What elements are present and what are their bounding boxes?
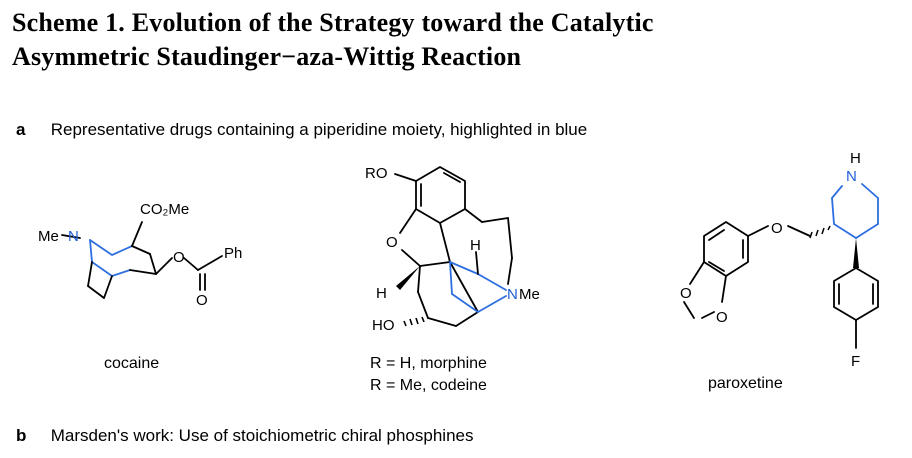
cocaine-n-label: N [68,228,79,245]
paroxetine-dioxole-o1-label: O [680,285,692,302]
morphine-piperidine-bond [449,261,453,295]
paroxetine-bond [747,225,769,237]
morphine-piperidine-bond [451,293,479,313]
cocaine-bond [87,261,93,287]
scheme-title-line1: Scheme 1. Evolution of the Strategy towa… [12,8,654,37]
paroxetine-piperidine-bond [831,197,835,225]
cocaine-bond [131,221,143,247]
scheme-title: Scheme 1. Evolution of the Strategy towa… [12,6,902,74]
paroxetine-piperidine-bond [861,183,879,199]
morphine-bond [399,208,417,234]
cocaine-bond [87,285,105,299]
morphine-bond [449,261,479,313]
cocaine-co2me-label: CO₂Me [140,201,189,218]
cocaine-bond [103,275,113,299]
cocaine-me-label: Me [38,228,59,245]
morphine-bond [419,261,451,267]
paroxetine-h-label: H [850,150,861,167]
paroxetine-bond [787,225,811,237]
section-a-heading: a Representative drugs containing a pipe… [16,120,587,140]
paroxetine-arene-double-bond [708,261,725,272]
paroxetine-f-label: F [851,353,860,370]
paroxetine-bond [683,301,695,319]
scheme-title-line2: Asymmetric Staudinger−aza-Wittig Reactio… [12,42,522,71]
morphine-wedge-bond [396,266,420,290]
section-b-heading: b Marsden's work: Use of stoichiometric … [16,426,474,446]
morphine-bond [439,222,451,263]
morphine-piperidine-bond [477,295,507,313]
paroxetine-piperidine-bond [833,223,857,239]
cocaine-ring-bond [91,261,113,277]
cocaine-ring-bond [89,239,133,256]
morphine-ho-label: HO [372,317,395,334]
cocaine-bond [129,269,157,275]
morphine-caption-2: R = Me, codeine [370,377,487,394]
paroxetine-piperidine-bond [855,223,879,239]
morphine-n-label: N [507,286,518,303]
section-b-tag: b [16,426,27,445]
paroxetine-hash-bond [809,225,831,239]
paroxetine-arene-double-bond [708,229,725,241]
morphine-bond [455,311,479,327]
cocaine-bond [155,257,173,275]
morphine-bond [507,217,513,259]
cocaine-bond [197,255,223,271]
morphine-structure: RO O H H N Me HO R = H, morphine R = Me,… [365,165,540,394]
cocaine-ester-o-label: O [173,249,185,266]
cocaine-bond [131,245,151,255]
section-a-text: Representative drugs containing a piperi… [50,120,588,139]
cocaine-bond [183,257,199,271]
paroxetine-piperidine-bond [831,185,843,199]
paroxetine-structure: H N O O O F paroxetine [680,150,879,392]
cocaine-ring-bond [89,239,93,263]
morphine-bond [401,249,421,267]
section-a-tag: a [16,120,26,139]
morphine-bond [481,217,509,223]
morphine-bond [417,265,421,293]
morphine-caption-1: R = H, morphine [370,355,487,372]
morphine-bond [507,257,513,285]
paroxetine-name: paroxetine [708,375,783,392]
paroxetine-benzodioxole-ring [703,221,749,277]
morphine-me-label: Me [519,286,540,303]
paroxetine-wedge-bond [853,238,859,268]
morphine-h-top-label: H [470,237,481,254]
cocaine-name: cocaine [104,355,159,372]
morphine-piperidine-bond [477,273,507,291]
morphine-arene-double-bond [443,172,461,183]
morphine-bond [427,317,457,327]
morphine-bond [417,291,429,319]
cocaine-structure: CO₂Me Me N O Ph O cocaine [38,201,242,372]
section-b-text: Marsden's work: Use of stoichiometric ch… [50,426,474,445]
morphine-hash-bond [403,316,425,327]
cocaine-ring-bond [111,269,131,277]
morphine-bond [464,208,483,223]
paroxetine-dioxole-o2-label: O [716,309,728,326]
morphine-h-left-label: H [376,285,387,302]
morphine-bond [394,173,417,182]
paroxetine-o-link-label: O [771,220,783,237]
morphine-ro-label: RO [365,165,388,182]
paroxetine-bond [701,311,715,319]
cocaine-bond [61,234,81,239]
paroxetine-bond [721,275,727,303]
cocaine-bond [149,253,157,275]
morphine-arene-ring [415,166,466,224]
cocaine-carbonyl-o-label: O [196,292,208,309]
paroxetine-bond [689,261,705,285]
morphine-ring-o-label: O [386,234,398,251]
morphine-piperidine-bond [449,261,479,275]
paroxetine-fluorophenyl-ring [833,267,879,321]
cocaine-ph-label: Ph [224,245,242,262]
morphine-bond [475,251,479,275]
paroxetine-n-label: N [846,168,857,185]
